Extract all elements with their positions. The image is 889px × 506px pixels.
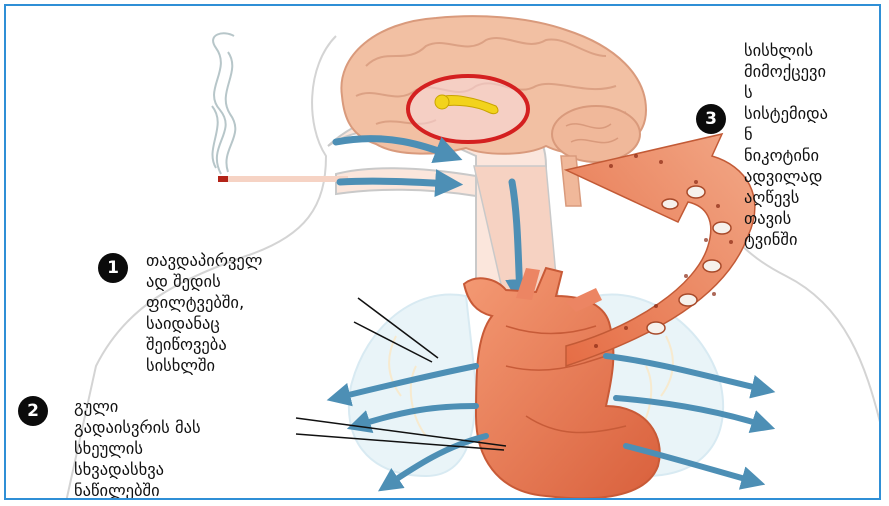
cigarette <box>218 176 348 182</box>
step-1-badge: 1 <box>98 253 128 283</box>
step-2-caption: გული გადაისვრის მას სხეულის სხვადასხვა ნ… <box>74 396 201 500</box>
caption-line: სისხლში <box>146 355 262 376</box>
caption-line: ფილტვებში, <box>146 292 262 313</box>
caption-line: ად შედის <box>146 271 262 292</box>
caption-line: აღწევს <box>744 187 828 208</box>
step-3-caption: სისხლის მიმოქცევი ს სისტემიდა ნ ნიკოტინი… <box>744 40 828 250</box>
caption-line: მიმოქცევი <box>744 61 828 82</box>
brain-highlight-circle <box>408 76 528 142</box>
caption-line: ტვინში <box>744 229 828 250</box>
caption-line: ნიკოტინი <box>744 145 828 166</box>
caption-line: გადაისვრის მას <box>74 417 201 438</box>
caption-line: თავის <box>744 208 828 229</box>
caption-line: ნ <box>744 124 828 145</box>
caption-line: სხვადასხვა <box>74 459 201 480</box>
step-3-badge: 3 <box>696 104 726 134</box>
step-1-caption: თავდაპირველ ად შედის ფილტვებში, საიდანაც… <box>146 250 262 376</box>
caption-line: სხეულის <box>74 438 201 459</box>
smoke <box>212 33 235 174</box>
caption-line: ს <box>744 82 828 103</box>
caption-line: ადვილად <box>744 166 828 187</box>
diagram-frame: 1 თავდაპირველ ად შედის ფილტვებში, საიდან… <box>4 4 881 500</box>
caption-line: სისტემიდა <box>744 103 828 124</box>
caption-line: გული <box>74 396 201 417</box>
caption-line: სისხლის <box>744 40 828 61</box>
caption-line: თავდაპირველ <box>146 250 262 271</box>
caption-line: შეიწოვება <box>146 334 262 355</box>
caption-line: საიდანაც <box>146 313 262 334</box>
step-2-badge: 2 <box>18 396 48 426</box>
caption-line: ნაწილებში <box>74 480 201 500</box>
